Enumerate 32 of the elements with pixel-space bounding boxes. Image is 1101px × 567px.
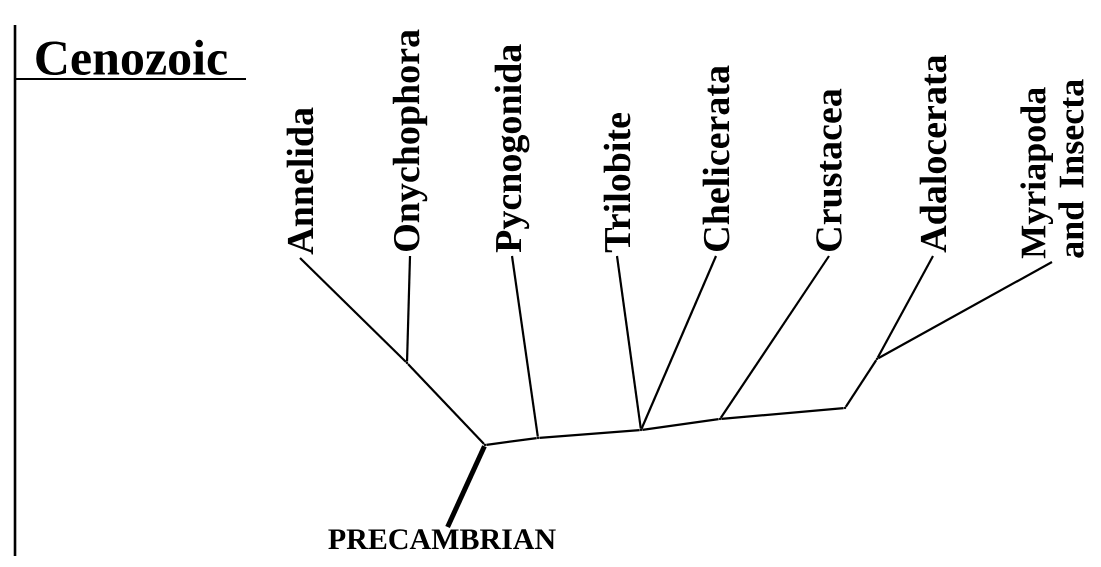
branch-line [539, 429, 640, 439]
branch-point [405, 361, 409, 365]
taxon-label: Crustacea [816, 88, 842, 251]
root-label: PRECAMBRIAN [328, 529, 556, 550]
branch-line [445, 445, 487, 528]
branch-point [843, 406, 847, 410]
branch-point [875, 357, 879, 361]
taxon-label: Annelida [286, 107, 314, 255]
era-heading: Cenozoic [15, 39, 247, 80]
taxon-label: Onychophora [392, 29, 428, 251]
branch-line [877, 261, 1053, 360]
taxon-label: Pycnogonida [494, 44, 530, 253]
branch-line [640, 255, 717, 430]
branch-point [483, 443, 487, 447]
taxon-label: Trilobite [603, 113, 631, 253]
branch-line [299, 257, 407, 363]
branch-line [876, 255, 934, 359]
branch-line [721, 407, 844, 420]
taxon-label: Adalocerata [919, 54, 947, 253]
taxon-label: Myriapoda and Insecta [1020, 79, 1084, 259]
branch-point [718, 417, 722, 421]
branch-line [486, 437, 537, 446]
branch-line [405, 255, 412, 362]
branch-line [844, 359, 878, 408]
branch-line [615, 255, 642, 429]
branch-point [639, 428, 643, 432]
branch-line [719, 255, 830, 419]
branch-line [510, 255, 539, 437]
branch-point [536, 436, 540, 440]
taxon-label: Chelicerata [702, 65, 730, 251]
branch-line [642, 418, 719, 431]
branch-line [407, 363, 485, 445]
